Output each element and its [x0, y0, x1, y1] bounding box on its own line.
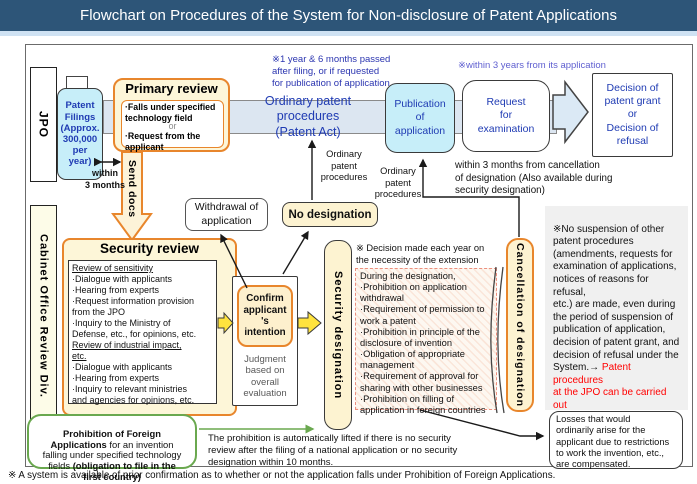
footnote: ※ A system is available of prior confirm… — [8, 470, 556, 481]
label-ordinary-2: Ordinary patent procedures — [374, 166, 422, 200]
note-publication-timing: ※1 year & 6 months passed after filing, … — [272, 54, 391, 89]
primary-or: or — [168, 121, 177, 132]
label-within-3-months: within 3 months — [84, 168, 125, 190]
foreign-bold-1: Prohibition of Foreign Applications — [50, 427, 161, 450]
confirm-intention-box: Confirm applicant 's intention — [237, 285, 293, 347]
ordinary-bar-line2: (Patent Act) — [275, 124, 341, 139]
security-review-title: Security review — [99, 241, 200, 256]
withdrawal-label: Withdrawal of application — [194, 201, 259, 227]
no-suspension-note: ※No suspension of other patent procedure… — [545, 206, 688, 449]
request-examination-label: Request for examination — [477, 95, 535, 135]
title-underline — [0, 31, 697, 36]
confirm-intention-label: Confirm applicant 's intention — [243, 293, 287, 339]
ordinary-bar-line1: Ordinary patent procedures — [264, 93, 352, 124]
judgment-note: Judgment based on overall evaluation — [243, 354, 287, 400]
security-review-items-1: ·Dialogue with applicants ·Hearing from … — [72, 273, 197, 339]
page-title: Flowchart on Procedures of the System fo… — [0, 0, 697, 31]
cancellation-box: Cancellation of designation — [506, 238, 534, 412]
note-within-3-months-cancellation: within 3 months from cancellation of des… — [455, 160, 613, 197]
no-designation-label: No designation — [288, 208, 372, 221]
lane-jpo-label: JPO — [36, 110, 51, 138]
prohibition-lifted-note: The prohibition is automatically lifted … — [208, 433, 458, 468]
security-review-detail: Review of sensitivity ·Dialogue with app… — [68, 260, 217, 405]
primary-review-criteria: ·Falls under specified technology field … — [121, 100, 224, 152]
send-docs-label-wrap: Send docs — [120, 156, 144, 222]
cancellation-label: Cancellation of designation — [514, 242, 526, 408]
foreign-applications-box: Prohibition of Foreign Applications for … — [27, 414, 197, 482]
losses-compensated-box: Losses that would ordinarily arise for t… — [549, 411, 683, 469]
no-designation-box: No designation — [282, 202, 378, 227]
security-designation-label: Security designation — [332, 270, 344, 400]
patent-filings-box: Patent Filings (Approx. 300,000 per year… — [57, 88, 103, 180]
security-review-heading-1: Review of sensitivity — [72, 263, 154, 273]
no-suspension-text-black: ※No suspension of other patent procedure… — [553, 223, 680, 374]
publication-box: Publication of application — [385, 83, 455, 153]
send-docs-label: Send docs — [126, 160, 138, 218]
ordinary-bar-text: Ordinary patent procedures (Patent Act) — [233, 94, 383, 139]
publication-label: Publication of application — [394, 97, 446, 137]
primary-review-box: Primary review ·Falls under specified te… — [113, 78, 230, 152]
request-examination-box: Request for examination — [462, 80, 550, 152]
decision-box: Decision of patent grant or Decision of … — [592, 73, 673, 157]
during-designation-box: During the designation, ·Prohibition on … — [355, 268, 497, 415]
security-designation-box: Security designation — [324, 240, 352, 430]
lane-cabinet-label: Cabinet Office Review Div. — [37, 234, 50, 398]
withdrawal-box: Withdrawal of application — [185, 198, 268, 231]
security-review-heading-2: Review of industrial impact, etc. — [72, 339, 182, 361]
security-review-items-2: ·Dialogue with applicants ·Hearing from … — [72, 361, 195, 405]
foreign-bold-2: (obligation to file in the first country… — [72, 460, 176, 483]
note-three-years: ※within 3 years from its application — [458, 60, 606, 71]
primary-review-title: Primary review — [125, 81, 218, 96]
decision-label: Decision of patent grant or Decision of … — [604, 82, 661, 147]
primary-criterion-2: ·Request from the applicant — [125, 131, 201, 152]
patent-filings-label: Patent Filings (Approx. 300,000 per year… — [60, 100, 100, 168]
label-ordinary-1: Ordinary patent procedures — [320, 149, 368, 183]
note-decision-each-year: ※ Decision made each year on the necessi… — [356, 243, 485, 265]
diagram-frame — [25, 44, 693, 467]
lane-jpo: JPO — [30, 67, 57, 182]
primary-criterion-1: ·Falls under specified technology field — [125, 102, 216, 123]
foreign-normal-1: for an invention falling under specified… — [42, 438, 182, 472]
lane-cabinet: Cabinet Office Review Div. — [30, 205, 57, 427]
